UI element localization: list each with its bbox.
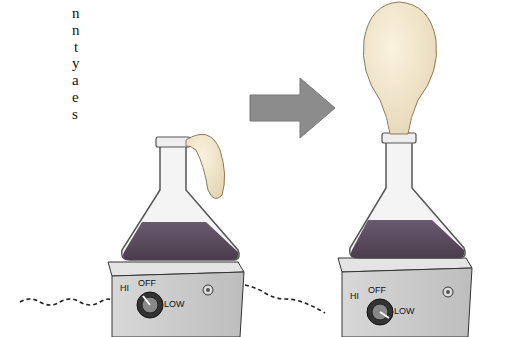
knob-setting: HI	[350, 292, 359, 301]
knob-setting: OFF	[368, 286, 386, 295]
margin-letter: n	[72, 6, 80, 21]
knob-setting: LOW	[394, 307, 415, 316]
margin-letter: e	[72, 90, 79, 105]
knob-setting: LOW	[164, 300, 185, 309]
knob-setting: HI	[120, 284, 129, 293]
margin-letter: y	[72, 56, 80, 71]
knob-setting: OFF	[138, 279, 156, 288]
margin-letter: s	[72, 107, 78, 122]
margin-letter: n	[72, 23, 80, 38]
margin-letter: t	[74, 40, 78, 55]
margin-letter: a	[72, 73, 79, 88]
